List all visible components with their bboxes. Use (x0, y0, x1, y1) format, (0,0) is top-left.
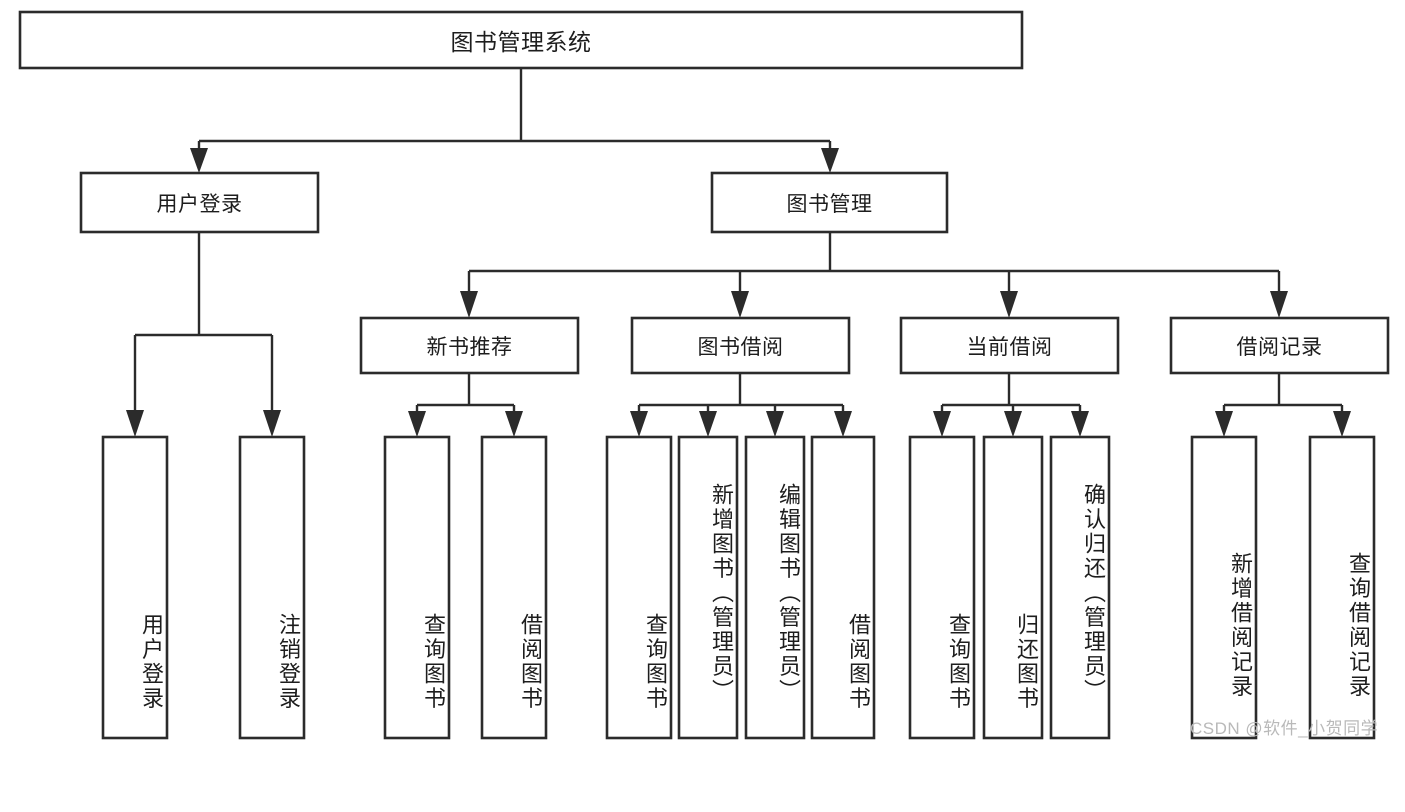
node-box-leaf-query-book-3[interactable] (908, 435, 976, 740)
arrow-head-leaf-query-book-2 (630, 411, 648, 437)
node-box-current-borrow[interactable] (899, 316, 1120, 375)
node-box-leaf-add-book[interactable] (677, 435, 739, 740)
arrow-head-user-login (190, 148, 208, 173)
arrow-head-leaf-user-login (126, 410, 144, 437)
arrow-head-borrow-record (1270, 291, 1288, 318)
node-box-book-borrow[interactable] (630, 316, 851, 375)
arrow-head-leaf-confirm-return (1071, 411, 1089, 437)
connector-book-management-to-level2 (460, 232, 1288, 318)
node-box-leaf-query-book-2[interactable] (605, 435, 673, 740)
node-box-leaf-query-book-1[interactable] (383, 435, 451, 740)
node-box-leaf-query-record[interactable] (1308, 435, 1376, 740)
node-box-leaf-confirm-return[interactable] (1049, 435, 1111, 740)
arrow-head-leaf-query-book-1 (408, 411, 426, 437)
arrow-head-book-management (821, 148, 839, 173)
connector-new-book-recommend-to-leaves (408, 373, 523, 437)
node-box-root[interactable] (18, 10, 1024, 70)
node-box-leaf-user-login[interactable] (101, 435, 169, 740)
arrow-head-leaf-borrow-book-1 (505, 411, 523, 437)
arrow-head-leaf-edit-book (766, 411, 784, 437)
connector-borrow-record-to-leaves (1215, 373, 1351, 437)
node-box-leaf-logout-login[interactable] (238, 435, 306, 740)
node-box-leaf-borrow-book-1[interactable] (480, 435, 548, 740)
diagram-canvas (18, 10, 1390, 740)
arrow-head-leaf-add-record (1215, 411, 1233, 437)
node-box-leaf-borrow-book-2[interactable] (810, 435, 876, 740)
arrow-head-leaf-borrow-book-2 (834, 411, 852, 437)
hierarchy-diagram: 图书管理系统 用户登录 图书管理 新书推荐 图书借阅 当前借阅 借阅记录 用户登… (18, 10, 1390, 740)
arrow-head-current-borrow (1000, 291, 1018, 318)
node-box-book-management[interactable] (710, 171, 949, 234)
arrow-head-leaf-logout-login (263, 410, 281, 437)
arrow-head-leaf-return-book (1004, 411, 1022, 437)
connector-current-borrow-to-leaves (933, 373, 1089, 437)
connector-user-login-to-leaves (126, 232, 281, 437)
arrow-head-leaf-query-record (1333, 411, 1351, 437)
connector-root-to-level1 (190, 68, 839, 173)
node-box-user-login[interactable] (79, 171, 320, 234)
node-box-leaf-return-book[interactable] (982, 435, 1044, 740)
node-box-leaf-edit-book[interactable] (744, 435, 806, 740)
node-box-new-book-recommend[interactable] (359, 316, 580, 375)
arrow-head-new-book-recommend (460, 291, 478, 318)
connector-book-borrow-to-leaves (630, 373, 852, 437)
node-box-borrow-record[interactable] (1169, 316, 1390, 375)
arrow-head-leaf-query-book-3 (933, 411, 951, 437)
arrow-head-leaf-add-book (699, 411, 717, 437)
arrow-head-book-borrow (731, 291, 749, 318)
node-box-leaf-add-record[interactable] (1190, 435, 1258, 740)
